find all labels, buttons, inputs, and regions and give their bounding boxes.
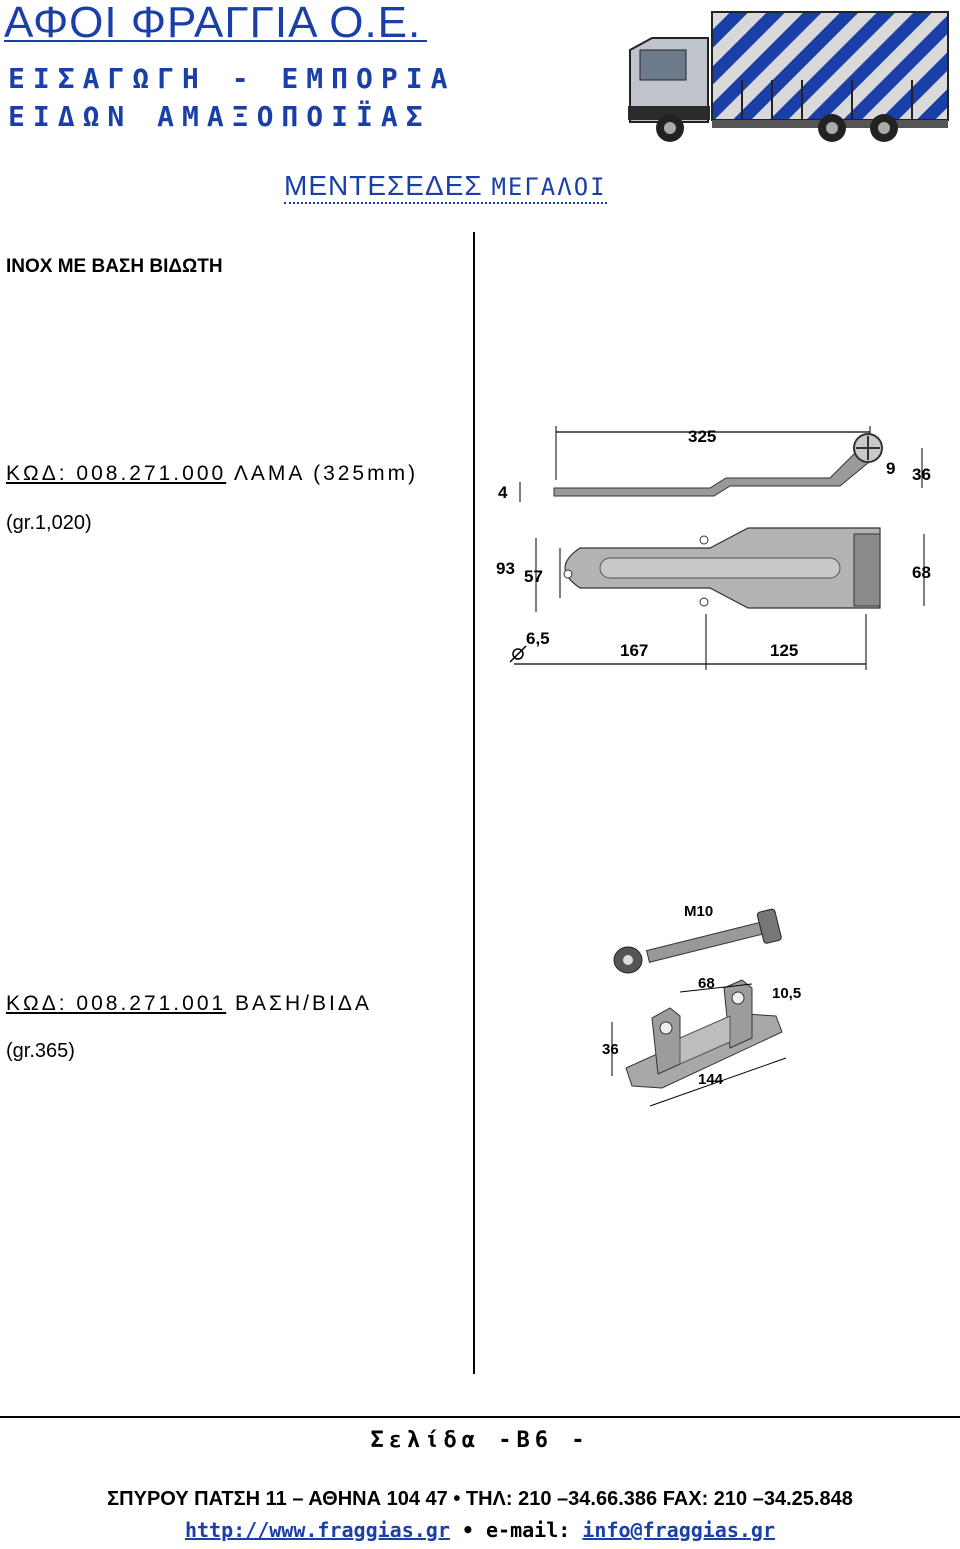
truck-logo — [628, 11, 949, 142]
dim-length: 325 — [688, 427, 716, 446]
dim-thickness: 4 — [498, 483, 508, 502]
product-2-code: ΚΩΔ: 008.271.001 — [6, 992, 227, 1015]
company-name: ΑΦΟΙ ΦΡΑΓΓΙΑ Ο.Ε. — [4, 0, 428, 47]
footer-divider — [0, 1416, 960, 1418]
email-link[interactable]: info@fraggias.gr — [582, 1518, 776, 1542]
company-tagline-1: ΕΙΣΑΓΩΓΗ - ΕΜΠΟΡΙΑ — [8, 62, 456, 95]
dim-base-144: 144 — [698, 1071, 724, 1088]
product-2-weight: (gr.365) — [6, 1040, 75, 1062]
company-address: ΣΠΥΡΟΥ ΠΑΤΣΗ 11 – ΑΘΗΝΑ 104 47 • ΤΗΛ: 21… — [107, 1488, 853, 1510]
section-title-sub: ΜΕΓΑΛΟΙ — [491, 173, 607, 201]
section-title-main: ΜΕΝΤΕΣΕΔΕΣ — [284, 170, 483, 201]
bullet-separator: • — [461, 1518, 487, 1542]
hinge-strap-drawing: 325 4 9 36 93 57 68 6,5 167 125 — [496, 426, 931, 670]
dim-93: 93 — [496, 559, 515, 578]
page-number: Σελίδα -Β6 - — [370, 1428, 590, 1453]
section-subtitle: ΙΝΟΧ ΜΕ ΒΑΣΗ ΒΙΔΩΤΗ — [6, 256, 223, 277]
dim-125: 125 — [770, 641, 798, 660]
product-1-weight: (gr.1,020) — [6, 512, 92, 534]
product-2-code-line: ΚΩΔ: 008.271.001 ΒΑΣΗ/ΒΙΔΑ — [6, 992, 372, 1016]
dim-167: 167 — [620, 641, 648, 660]
product-2-name: ΒΑΣΗ/ΒΙΔΑ — [226, 992, 372, 1015]
email-label: e-mail: — [486, 1518, 571, 1542]
dim-68: 68 — [912, 563, 931, 582]
vertical-divider — [473, 232, 475, 1374]
section-title: ΜΕΝΤΕΣΕΔΕΣ ΜΕΓΑΛΟΙ — [284, 170, 607, 204]
hinge-base-bolt-drawing: M10 68 10,5 36 144 — [602, 903, 801, 1107]
dim-base-hole: 10,5 — [772, 985, 801, 1002]
dim-9: 9 — [886, 459, 895, 478]
dim-base-68: 68 — [698, 975, 715, 992]
product-1-code: ΚΩΔ: 008.271.000 — [6, 462, 227, 485]
dim-36: 36 — [912, 465, 931, 484]
dim-57: 57 — [524, 567, 543, 586]
dim-bolt: M10 — [684, 903, 713, 920]
contact-line: http://www.fraggias.gr • e-mail: info@fr… — [0, 1518, 960, 1542]
company-tagline-2: ΕΙΔΩΝ ΑΜΑΞΟΠΟΙΪΑΣ — [8, 100, 431, 133]
product-1-name: ΛΑΜΑ (325mm) — [226, 462, 419, 485]
dim-hole: 6,5 — [526, 629, 550, 648]
website-link[interactable]: http://www.fraggias.gr — [184, 1518, 450, 1542]
dim-base-36: 36 — [602, 1041, 619, 1058]
product-1-code-line: ΚΩΔ: 008.271.000 ΛΑΜΑ (325mm) — [6, 462, 418, 486]
